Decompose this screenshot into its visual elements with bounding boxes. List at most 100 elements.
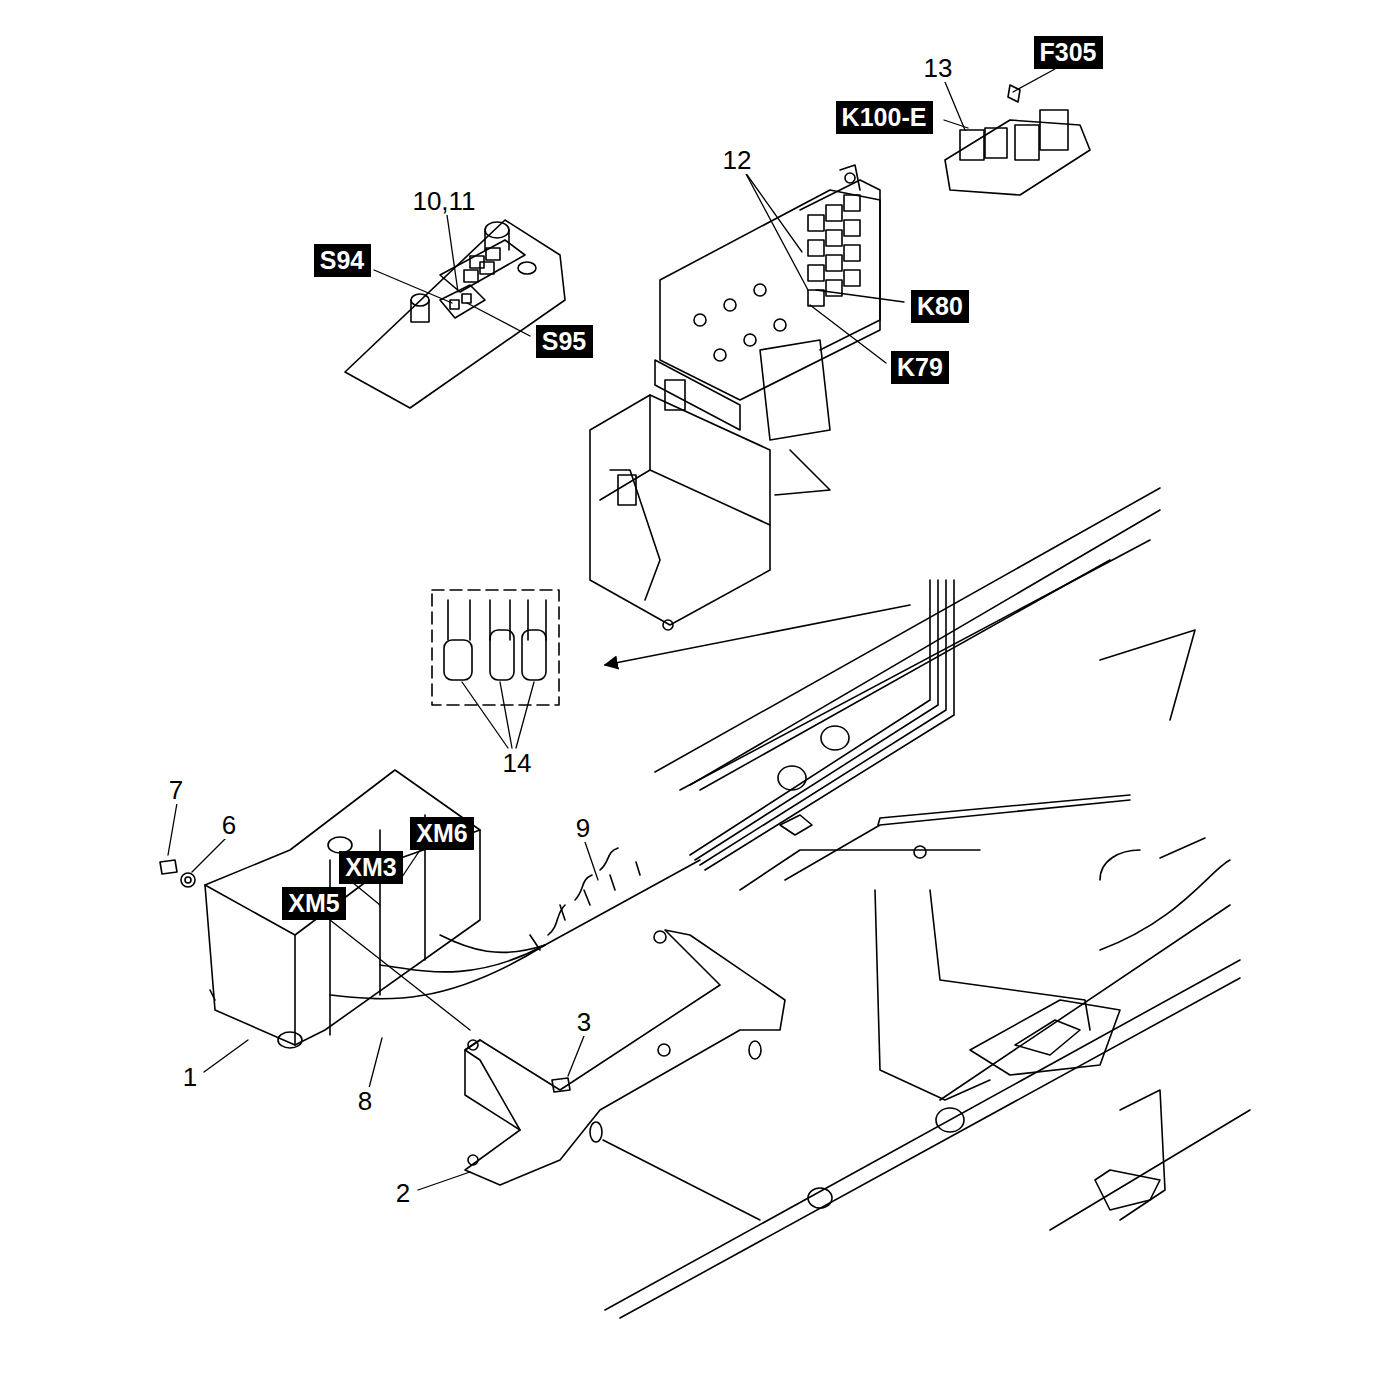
component-tag: K100-E <box>836 101 933 134</box>
central-electrical-unit-part <box>660 190 880 400</box>
chassis-frame-part <box>875 890 990 1100</box>
chassis-frame-part <box>740 850 980 890</box>
leader-lines-part <box>447 215 458 292</box>
central-electrical-unit-part <box>694 314 706 326</box>
central-electrical-unit-part <box>663 620 673 630</box>
switch-panel-part <box>411 300 429 322</box>
callout-number: 3 <box>575 1008 593 1036</box>
central-electrical-unit-part <box>840 165 860 190</box>
chassis-frame-part <box>1100 850 1140 880</box>
central-electrical-unit-part <box>808 290 824 306</box>
central-electrical-unit-part <box>774 319 786 331</box>
switch-panel-part <box>485 230 509 250</box>
chassis-frame-part <box>970 1000 1120 1075</box>
battery-box-part <box>205 770 480 1045</box>
chassis-frame-part <box>1100 860 1230 950</box>
switch-panel-part <box>486 248 500 260</box>
switch-panel-part <box>440 285 485 318</box>
switch-panel-part <box>440 240 525 292</box>
central-electrical-unit-part <box>760 340 830 440</box>
switch-panel-part <box>464 270 478 282</box>
central-electrical-unit-part <box>650 395 770 525</box>
central-electrical-unit-part <box>618 475 636 505</box>
switch-panel-part <box>485 222 509 238</box>
battery-box-part <box>210 990 215 1000</box>
callout-number: 7 <box>167 776 185 804</box>
leader-lines-part <box>462 682 534 748</box>
callout-number: 13 <box>922 54 955 82</box>
hose-detail-part <box>448 600 546 640</box>
central-electrical-unit-part <box>845 173 855 183</box>
fasteners-part <box>181 873 195 887</box>
tag-text: K100-E <box>842 105 927 130</box>
leader-lines-part <box>374 270 452 303</box>
tag-text: F305 <box>1040 40 1097 65</box>
leader-lines-part <box>418 1172 470 1190</box>
leader-lines-part <box>330 920 470 1030</box>
mounting-bracket-part <box>603 1140 760 1220</box>
component-tag: S95 <box>536 325 593 358</box>
central-electrical-unit-part <box>655 360 740 430</box>
leader-lines-part <box>568 1036 584 1076</box>
callout-number: 9 <box>574 814 592 842</box>
callout-number: 8 <box>356 1087 374 1115</box>
cable-harness-part <box>690 580 930 855</box>
chassis-frame-part <box>655 488 1160 772</box>
fuse-relay-block-part <box>985 128 1007 158</box>
central-electrical-unit-part <box>844 220 860 236</box>
hose-detail-part <box>432 590 559 705</box>
central-electrical-unit-part <box>775 450 830 495</box>
cable-harness-part <box>700 580 946 865</box>
leader-lines-part <box>944 120 968 128</box>
leader-lines-part <box>816 290 904 302</box>
fasteners-part <box>160 860 177 874</box>
fasteners-part <box>185 877 191 883</box>
component-tag: F305 <box>1034 36 1103 69</box>
central-electrical-unit-part <box>800 180 880 350</box>
mounting-bracket-part <box>654 931 666 943</box>
switch-panel-part <box>480 262 494 274</box>
tag-text: S95 <box>542 329 586 354</box>
cable-harness-part <box>330 945 545 999</box>
component-tag: S94 <box>314 244 371 277</box>
switch-panel-part <box>411 294 429 306</box>
leader-lines <box>168 69 1055 1190</box>
central-electrical-unit-part <box>610 470 660 600</box>
component-tag: XM5 <box>282 887 346 920</box>
tag-text: XM3 <box>345 855 396 880</box>
leader-lines-part <box>810 305 886 363</box>
hose-detail-part <box>605 605 910 665</box>
component-tag: XM3 <box>339 851 403 884</box>
central-electrical-unit-part <box>744 334 756 346</box>
chassis-frame-part <box>690 510 1160 785</box>
central-electrical-unit <box>590 165 880 630</box>
mounting-bracket-part <box>465 1040 520 1130</box>
chassis-frame-part <box>1050 1110 1250 1230</box>
cable-harness-part <box>548 848 618 935</box>
hose-detail-part <box>490 630 514 680</box>
chassis-frame-part <box>785 800 1130 880</box>
tag-text: S94 <box>320 248 364 273</box>
central-electrical-unit-part <box>590 395 770 625</box>
leader-lines-part <box>400 850 420 880</box>
central-electrical-unit-part <box>808 265 824 281</box>
chassis-frame-part <box>780 815 812 835</box>
fuse-relay-block <box>945 85 1090 195</box>
central-electrical-unit-part <box>844 245 860 261</box>
chassis-frame-part <box>878 795 1130 825</box>
fuse-relay-block-part <box>1015 125 1039 160</box>
tag-text: K80 <box>917 294 963 319</box>
chassis-frame-part <box>821 726 849 750</box>
mounting-bracket-part <box>468 1155 478 1165</box>
callout-number: 14 <box>501 749 534 777</box>
cable-harness-part <box>705 580 954 870</box>
central-electrical-unit-part <box>714 349 726 361</box>
chassis-frame-part <box>1015 1020 1080 1055</box>
central-electrical-unit-part <box>844 270 860 286</box>
leader-lines-part <box>204 1040 248 1072</box>
chassis-frame-part <box>930 890 1090 1030</box>
callout-number: 1 <box>181 1063 199 1091</box>
mounting-bracket-part <box>465 930 785 1185</box>
callout-number: 2 <box>394 1179 412 1207</box>
